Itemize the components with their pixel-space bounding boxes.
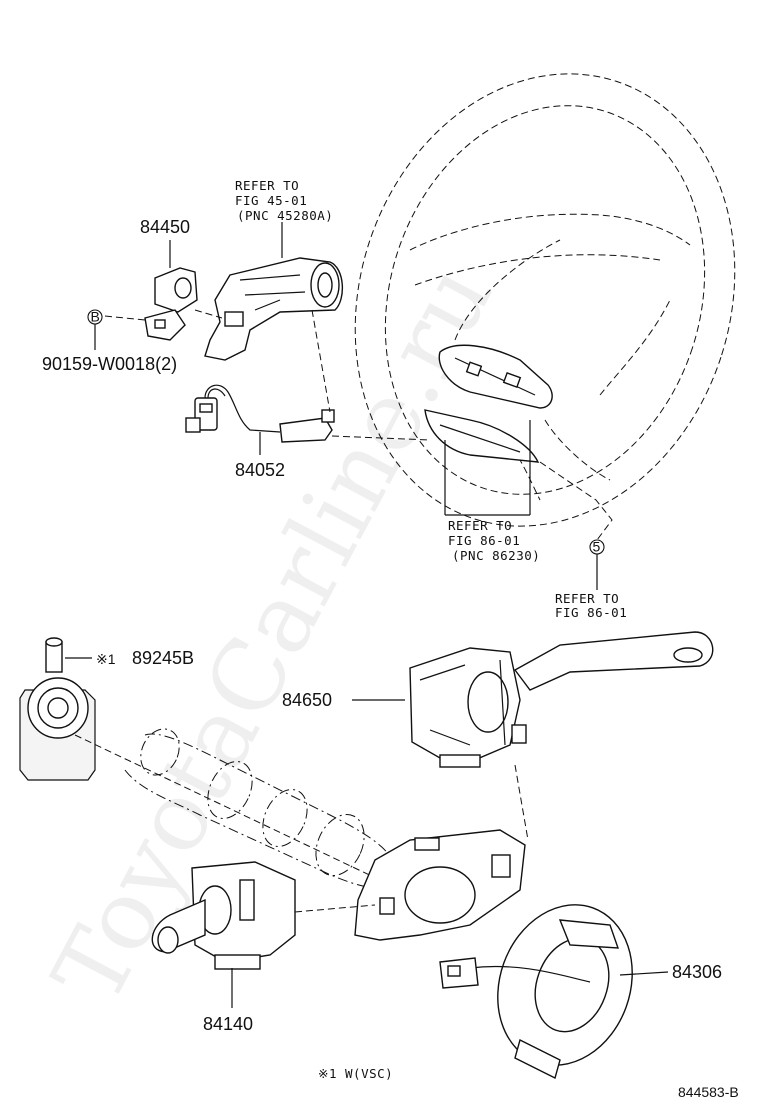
part-89245B-label: 89245B xyxy=(132,648,194,668)
wiper-dash xyxy=(514,764,529,841)
note-symbol: ※1 xyxy=(96,651,116,667)
ref3-line2: FIG 86-01 xyxy=(555,605,627,620)
column-switch-bracket xyxy=(354,829,526,941)
steering-wheel-outline xyxy=(354,73,736,527)
ref2-bracket xyxy=(444,420,531,516)
part-84650-wiper-switch xyxy=(409,631,714,768)
svg-text:5: 5 xyxy=(593,539,601,555)
ref1-line1: REFER TO xyxy=(235,178,299,193)
ref2-line2: FIG 86-01 xyxy=(448,533,520,548)
part-84306-spiral-cable xyxy=(439,904,633,1080)
circled-b-marker: B xyxy=(87,309,103,325)
circled-5-marker: 5 xyxy=(589,539,605,555)
part-84450-switch xyxy=(144,267,198,341)
harness-dash2 xyxy=(331,435,431,441)
marker5-leader xyxy=(539,461,613,541)
part-84450-dash xyxy=(104,309,223,321)
part-84450-label: 84450 xyxy=(140,217,190,237)
part-84052-harness xyxy=(185,384,335,443)
part-84306-label: 84306 xyxy=(672,962,722,982)
svg-text:B: B xyxy=(91,309,100,325)
diagram-code: 844583-B xyxy=(678,1084,739,1100)
ref2-line3: (PNC 86230) xyxy=(452,548,540,563)
part-84140-turn-switch xyxy=(151,861,296,970)
part-84306-leader xyxy=(619,971,669,976)
part-84650-label: 84650 xyxy=(282,690,332,710)
part-84052-label: 84052 xyxy=(235,460,285,480)
harness-dash1 xyxy=(311,309,331,413)
steering-lower-cover xyxy=(424,409,540,463)
ignition-lock-housing xyxy=(204,257,343,361)
ref3-line1: REFER TO xyxy=(555,591,619,606)
ref2-line1: REFER TO xyxy=(448,518,512,533)
part-89245B-sensor xyxy=(19,637,96,781)
ref1-line2: FIG 45-01 xyxy=(235,193,307,208)
turn-dash xyxy=(294,904,376,913)
steering-pad-part xyxy=(438,344,553,409)
part-84140-label: 84140 xyxy=(203,1014,253,1034)
part-90159-label: 90159-W0018(2) xyxy=(42,354,177,374)
ref1-line3: (PNC 45280A) xyxy=(237,208,333,223)
footnote-text: ※1 W(VSC) xyxy=(318,1066,393,1081)
